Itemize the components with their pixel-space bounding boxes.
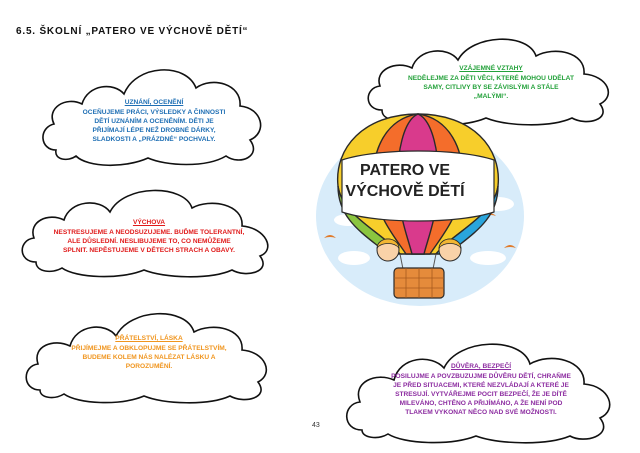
cloud-line: MILEVÁNO, CHTĚNO A PŘIJÍMÁNO, A ŽE NENÍ … bbox=[399, 400, 563, 407]
cloud-line: OCEŇUJEME PRÁCI, VÝSLEDKY A ČINNOSTI bbox=[82, 109, 226, 116]
cloud-line: NEDĚLEJME ZA DĚTI VĚCI, KTERÉ MOHOU UDĚL… bbox=[408, 75, 574, 82]
small-cloud bbox=[470, 251, 506, 265]
cloud-line: SLADKOSTI A „PRÁZDNÉ“ POCHVALY. bbox=[92, 136, 216, 143]
balloon-title: PATERO VE VÝCHOVĚ DĚTÍ bbox=[340, 160, 470, 202]
cloud-pratelstvi-title: PŘÁTELSTVÍ, LÁSKA bbox=[115, 335, 183, 342]
bird-icon bbox=[504, 245, 516, 248]
cloud-line: „MALÝMI“. bbox=[473, 93, 509, 100]
hot-air-balloon-illustration bbox=[308, 108, 528, 308]
cloud-duvera-title: DŮVĚRA, BEZPEČÍ bbox=[450, 363, 512, 370]
cloud-line: PŘIJÍMAJÍ LÉPE NEŽ DROBNÉ DÁRKY, bbox=[92, 127, 216, 134]
cloud-line: SPLNIT. NEPĚSTUJEME V DĚTECH STRACH A OB… bbox=[63, 247, 235, 254]
cloud-line: ALE DŮSLEDNÍ. NESLIBUJEME TO, CO NEMŮŽEM… bbox=[67, 238, 231, 245]
cloud-line: JE PŘED SITUACEMI, KTERÉ NEZVLÁDAJÍ A KT… bbox=[393, 382, 569, 389]
page-heading: 6.5. ŠKOLNÍ „PATERO VE VÝCHOVĚ DĚTÍ“ bbox=[16, 26, 249, 37]
cloud-vztahy: VZÁJEMNÉ VZTAHY NEDĚLEJME ZA DĚTI VĚCI, … bbox=[360, 30, 622, 126]
balloon-title-line: VÝCHOVĚ DĚTÍ bbox=[345, 183, 465, 200]
cloud-line: TLAKEM VYKONAT NĚCO NAD SVÉ MOŽNOSTI. bbox=[405, 409, 557, 416]
cloud-line: DĚTÍ UZNÁNÍM A OCENĚNÍM. DĚTI JE bbox=[94, 118, 214, 125]
cloud-uznani: UZNÁNÍ, OCENĚNÍ OCEŇUJEME PRÁCI, VÝSLEDK… bbox=[36, 58, 272, 170]
page-number: 43 bbox=[312, 422, 320, 429]
cloud-line: BUDEME KOLEM NÁS NALÉZAT LÁSKU A bbox=[82, 354, 216, 361]
cloud-shape bbox=[346, 343, 611, 444]
cloud-line: POROZUMĚNÍ. bbox=[125, 363, 173, 370]
cloud-line: NESTRESUJEME A NEODSUZUJEME. BUĎME TOLER… bbox=[53, 229, 245, 236]
cloud-duvera: DŮVĚRA, BEZPEČÍ POSILUJME A POVZBUZUJME … bbox=[338, 330, 624, 448]
cloud-shape bbox=[21, 189, 269, 278]
cloud-vychova-text: VÝCHOVA NESTRESUJEME A NEODSUZUJEME. BUĎ… bbox=[30, 218, 268, 255]
cloud-pratelstvi: PŘÁTELSTVÍ, LÁSKA PŘIJÍMEJME A OBKLOPUJM… bbox=[18, 300, 280, 406]
cloud-uznani-text: UZNÁNÍ, OCENĚNÍ OCEŇUJEME PRÁCI, VÝSLEDK… bbox=[46, 98, 262, 144]
cloud-vztahy-title: VZÁJEMNÉ VZTAHY bbox=[459, 65, 523, 72]
bird-icon bbox=[324, 235, 336, 238]
cloud-shape bbox=[42, 69, 262, 167]
cloud-line: PŘIJÍMEJME A OBKLOPUJME SE PŘÁTELSTVÍM, bbox=[71, 345, 227, 352]
cloud-shape bbox=[25, 312, 268, 404]
cloud-vychova-title: VÝCHOVA bbox=[132, 219, 166, 226]
cloud-duvera-text: DŮVĚRA, BEZPEČÍ POSILUJME A POVZBUZUJME … bbox=[352, 362, 610, 417]
balloon-svg bbox=[316, 113, 524, 306]
balloon-title-line: PATERO VE bbox=[359, 162, 451, 179]
cloud-uznani-title: UZNÁNÍ, OCENĚNÍ bbox=[124, 99, 184, 106]
basket-weave bbox=[394, 268, 444, 298]
cloud-pratelstvi-text: PŘÁTELSTVÍ, LÁSKA PŘIJÍMEJME A OBKLOPUJM… bbox=[32, 334, 266, 371]
small-cloud bbox=[338, 251, 370, 265]
cloud-vztahy-text: VZÁJEMNÉ VZTAHY NEDĚLEJME ZA DĚTI VĚCI, … bbox=[374, 64, 608, 101]
child-boy-hair bbox=[376, 238, 400, 250]
balloon-label-band bbox=[341, 150, 495, 222]
cloud-line: POSILUJME A POVZBUZUJME DŮVĚRU DĚTÍ, CHR… bbox=[391, 373, 571, 380]
cloud-line: STRESUJÍ. VYTVÁŘEJME POCIT BEZPEČÍ, ŽE J… bbox=[395, 391, 567, 398]
child-girl-hair bbox=[438, 238, 462, 250]
cloud-vychova: VÝCHOVA NESTRESUJEME A NEODSUZUJEME. BUĎ… bbox=[14, 178, 284, 278]
cloud-line: SAMY, CITLIVY BY SE ZÁVISLÝMI A STÁLE bbox=[423, 84, 559, 91]
